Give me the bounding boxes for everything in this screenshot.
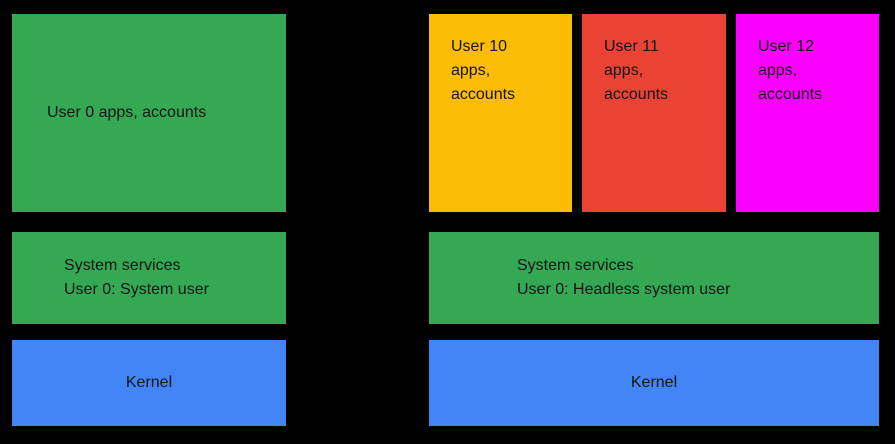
headless-system-user-label: User 0: Headless system user <box>517 281 731 298</box>
user-0-apps-label: User 0 apps, accounts <box>47 104 207 121</box>
system-services-label-right: System services <box>517 257 634 274</box>
user-0-apps-box: User 0 apps, accounts <box>12 14 286 212</box>
user-12-apps-box: User 12 apps, accounts <box>736 14 879 212</box>
user-12-label-line2: apps, <box>758 62 798 79</box>
user-10-label-line3: accounts <box>451 86 516 103</box>
kernel-label-left: Kernel <box>125 374 173 391</box>
user-12-label-line1: User 12 <box>758 38 815 55</box>
system-services-box-right: System services User 0: Headless system … <box>429 232 879 324</box>
kernel-box-right: Kernel <box>429 340 879 426</box>
user-10-label-line1: User 10 <box>451 38 508 55</box>
kernel-box-left: Kernel <box>12 340 286 426</box>
user-10-apps-box: User 10 apps, accounts <box>429 14 572 212</box>
system-services-label: System services <box>64 257 181 274</box>
user-12-label-line3: accounts <box>758 86 823 103</box>
system-user-label: User 0: System user <box>64 281 209 298</box>
system-services-box-left: System services User 0: System user <box>12 232 286 324</box>
user-11-apps-box: User 11 apps, accounts <box>582 14 726 212</box>
user-11-label-line3: accounts <box>604 86 669 103</box>
user-11-label-line2: apps, <box>604 62 644 79</box>
user-10-label-line2: apps, <box>451 62 491 79</box>
user-11-label-line1: User 11 <box>604 38 659 55</box>
kernel-label-right: Kernel <box>630 374 678 391</box>
